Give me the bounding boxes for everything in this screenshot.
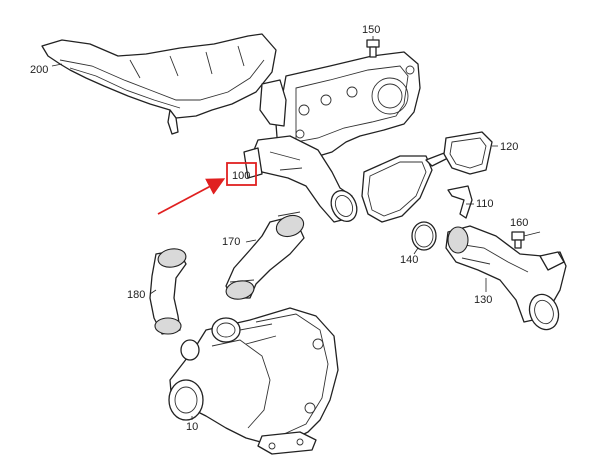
label-180: 180	[127, 289, 145, 301]
part-120-gasket	[361, 131, 498, 223]
highlight-box	[226, 162, 257, 186]
label-170: 170	[222, 236, 240, 248]
part-10-water-pump	[168, 307, 339, 455]
leader-140	[413, 247, 419, 255]
part-110-clip	[447, 185, 474, 219]
part-150-bolt	[366, 36, 380, 58]
label-120: 120	[500, 141, 518, 153]
pointer-arrow	[157, 178, 226, 215]
part-200-heat-shield	[41, 33, 277, 135]
label-10: 10	[186, 421, 198, 433]
part-170-hose	[225, 211, 305, 300]
label-110: 110	[476, 198, 494, 210]
part-100-thermostat-housing	[243, 51, 421, 223]
part-130-pipe	[445, 225, 567, 331]
part-160-bolt	[511, 231, 541, 249]
label-130: 130	[474, 294, 492, 306]
label-150: 150	[362, 24, 380, 36]
leader-180	[149, 289, 157, 295]
part-140-o-ring	[411, 221, 437, 251]
leader-170	[245, 239, 257, 243]
label-200: 200	[30, 64, 48, 76]
label-160: 160	[510, 217, 528, 229]
part-180-hose	[149, 248, 187, 335]
label-140: 140	[400, 254, 418, 266]
label-100: 100	[232, 170, 250, 182]
